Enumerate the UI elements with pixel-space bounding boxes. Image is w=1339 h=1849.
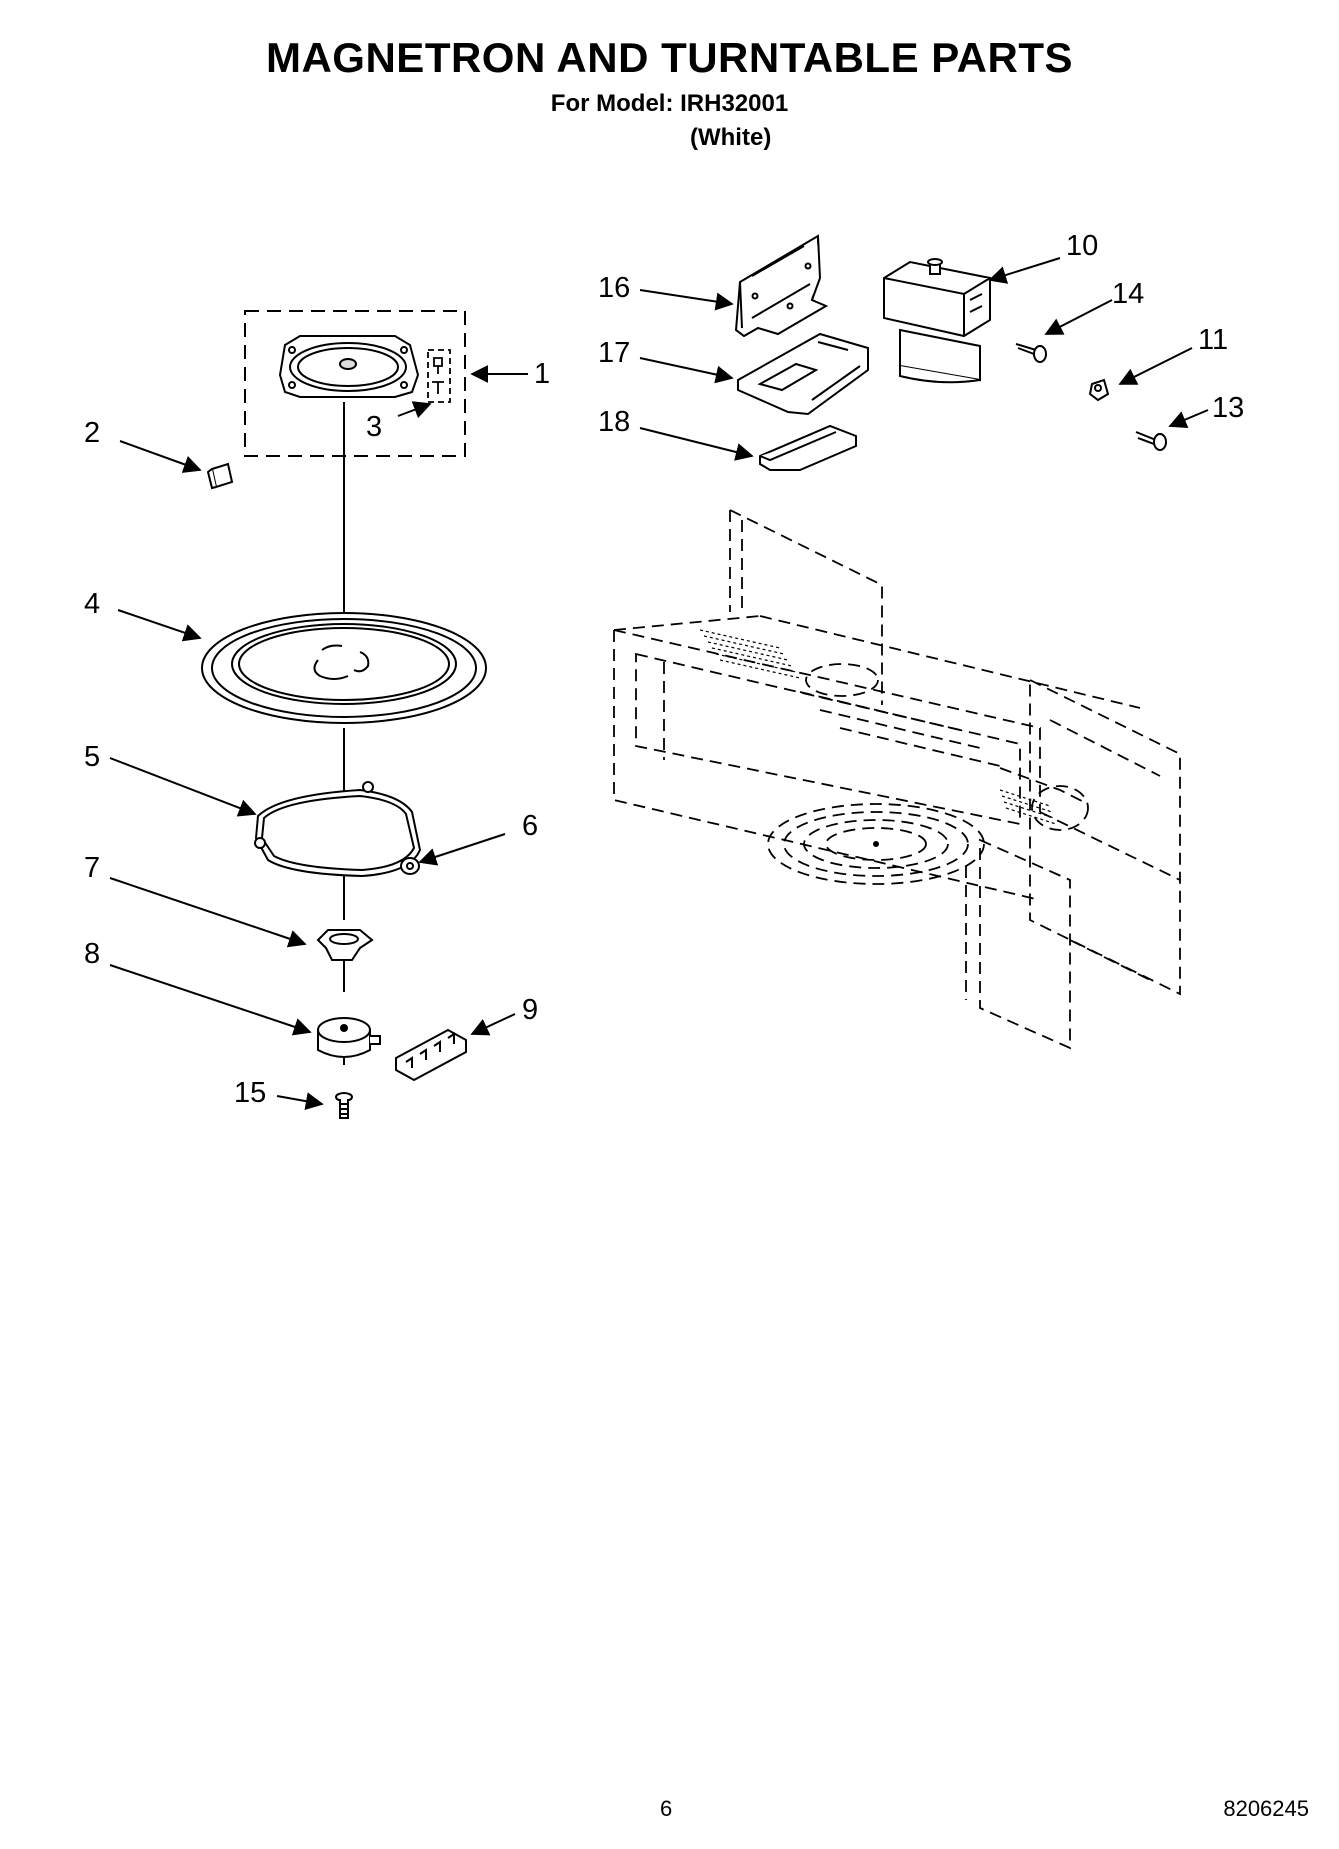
part-5-roller-ring bbox=[254, 781, 422, 878]
callout-18: 18 bbox=[598, 406, 631, 438]
document-number: 8206245 bbox=[1223, 1796, 1309, 1821]
callout-10: 10 bbox=[1066, 230, 1099, 262]
callout-17: 17 bbox=[598, 337, 631, 369]
callout-4: 4 bbox=[84, 588, 101, 620]
part-10-magnetron bbox=[883, 258, 991, 384]
callout-16: 16 bbox=[598, 272, 631, 304]
model-line: For Model: IRH32001 bbox=[550, 90, 789, 117]
callout-2: 2 bbox=[84, 417, 101, 449]
page-title: MAGNETRON AND TURNTABLE PARTS bbox=[265, 34, 1073, 81]
vent-grille-2 bbox=[999, 789, 1057, 825]
part-3-screws bbox=[427, 349, 451, 403]
page-number: 6 bbox=[660, 1796, 673, 1821]
part-8-motor bbox=[317, 1017, 381, 1058]
part-18-cover bbox=[759, 424, 857, 471]
callout-15: 15 bbox=[234, 1077, 267, 1109]
part-6-roller bbox=[400, 857, 420, 875]
callout-5: 5 bbox=[84, 741, 101, 773]
part-11-clip bbox=[1088, 378, 1110, 402]
leader-lines-right bbox=[639, 257, 1209, 461]
callout-13: 13 bbox=[1212, 392, 1245, 424]
callout-3: 3 bbox=[366, 411, 383, 443]
part-14-screw bbox=[1015, 343, 1047, 363]
cavity-center-point bbox=[873, 841, 879, 847]
part-4-glass-tray bbox=[201, 612, 487, 724]
microwave-cavity-outline bbox=[613, 509, 1181, 1050]
part-1-cover-plate bbox=[278, 335, 420, 398]
part-1-group-box bbox=[244, 310, 466, 457]
callout-6: 6 bbox=[522, 810, 539, 842]
part-7-coupler bbox=[316, 929, 374, 961]
leader-lines-left bbox=[109, 365, 528, 1111]
callout-11: 11 bbox=[1198, 324, 1229, 356]
part-15-screw bbox=[335, 1092, 353, 1119]
part-9-connector bbox=[395, 1028, 467, 1082]
callout-9: 9 bbox=[522, 994, 539, 1026]
part-16-bracket bbox=[734, 234, 829, 338]
part-17-plate bbox=[737, 332, 869, 416]
callout-14: 14 bbox=[1112, 278, 1145, 310]
callout-7: 7 bbox=[84, 852, 101, 884]
color-variant: (White) bbox=[690, 124, 772, 151]
callout-1: 1 bbox=[534, 358, 551, 390]
part-13-screw bbox=[1135, 431, 1167, 451]
part-2-clip bbox=[206, 462, 234, 490]
callout-8: 8 bbox=[84, 938, 101, 970]
